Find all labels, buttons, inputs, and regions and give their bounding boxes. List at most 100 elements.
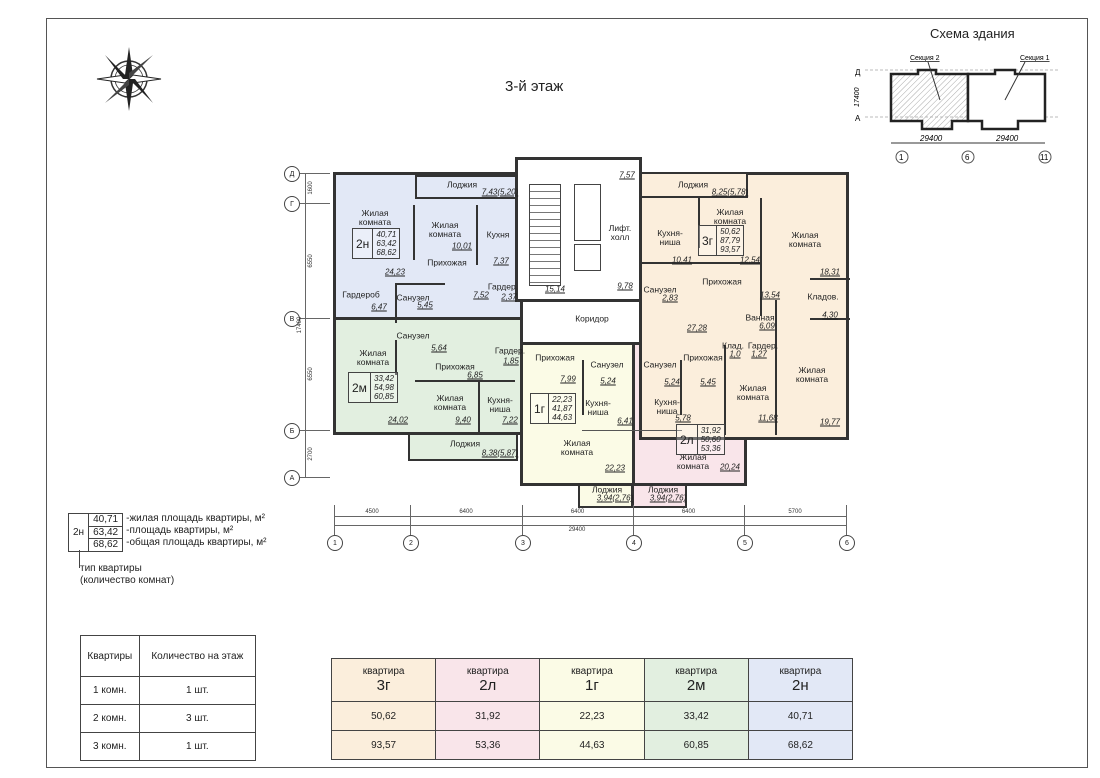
cell: 3 шт. [138, 704, 257, 733]
room-area: 4,30 [822, 310, 838, 320]
room-name: Жилая комната [713, 207, 747, 226]
dimension-label: 4500 [365, 509, 379, 515]
room-name: Жилая комната [676, 452, 710, 471]
total-area-cell: 53,36 [435, 730, 541, 760]
room-area: 7,52 [473, 290, 489, 300]
room-name: Жилая комната [560, 438, 594, 457]
living-area: 22,23 [552, 395, 573, 404]
apartment-type: 3г [376, 677, 391, 694]
axis-marker-col: 5 [737, 535, 753, 551]
apartment-area: 87,79 [720, 236, 741, 245]
room-name: Гардер. [747, 340, 779, 351]
living-area-cell: 40,71 [747, 701, 854, 731]
room-area: 1,0 [729, 349, 741, 359]
loggia-2n [415, 175, 517, 199]
room-area: 10,01 [451, 241, 473, 251]
room-area: 8,38(5,87) [481, 448, 519, 458]
page-title: 3-й этаж [505, 78, 564, 95]
room-name: Прихожая [427, 257, 467, 268]
room-name: Кухня- ниша [487, 395, 513, 414]
dimension-label: 6400 [459, 509, 473, 515]
legend-value: 63,42 [89, 527, 123, 539]
room-name: Жилая комната [358, 208, 392, 227]
room-area: 6,47 [371, 302, 387, 312]
section-2-outline [889, 68, 970, 131]
room-name: Санузел [396, 330, 430, 341]
dimension-label: 6400 [570, 509, 585, 515]
room-area: 5,24 [600, 376, 616, 386]
legend-value: 40,71 [89, 514, 123, 527]
room-name: Жилая комната [433, 393, 467, 412]
room-name: Лоджия [647, 484, 679, 495]
axis-marker-col: 1 [327, 535, 343, 551]
room-name: Гардер. [494, 345, 526, 356]
schema-axis-label: 1 [899, 153, 904, 162]
apartment-type: 1г [585, 677, 599, 694]
room-name: Коридор [575, 313, 609, 324]
room-name: Прихожая [535, 352, 575, 363]
axis-marker-col: 4 [626, 535, 642, 551]
header-prefix: квартира [571, 666, 613, 677]
apartment-area: 41,87 [552, 404, 573, 413]
room-area: 7,22 [502, 415, 518, 425]
room-name: Кухня- ниша [585, 398, 611, 417]
room-area: 1,27 [751, 349, 767, 359]
room-area: 19,77 [819, 417, 841, 427]
room-area: 18,31 [819, 267, 841, 277]
living-area-cell: 22,23 [539, 701, 645, 731]
apartment-area: 50,60 [700, 435, 721, 444]
legend-description: -жилая площадь квартиры, м² [126, 513, 266, 524]
schema-width-dim: 29400 [919, 134, 943, 143]
axis-marker-row: А [284, 470, 300, 486]
axis-marker-row: Г [284, 196, 300, 212]
cell: 1 комн. [80, 676, 140, 705]
header-prefix: квартира [779, 666, 822, 677]
room-name: Лифт. холл [608, 223, 632, 242]
apartment-3g [639, 172, 849, 440]
room-area: 5,45 [417, 300, 433, 310]
apartment-type: 2н [792, 677, 809, 694]
room-area: 13,54 [759, 290, 781, 300]
room-area: 9,40 [455, 415, 471, 425]
room-name: Жилая комната [795, 365, 829, 384]
room-name: Жилая комната [788, 230, 822, 249]
room-name: Лоджия [591, 484, 623, 495]
dimension-label: 5700 [788, 509, 802, 515]
room-name: Прихожая [683, 352, 723, 363]
total-area-cell: 44,63 [539, 730, 645, 760]
room-area: 7,99 [560, 374, 576, 384]
apartment-type: 2м [349, 373, 371, 402]
total-area: 68,62 [376, 248, 397, 257]
room-area: 10,41 [671, 255, 693, 265]
room-area: 8,25(5,78) [711, 187, 749, 197]
living-area-cell: 33,42 [643, 701, 749, 731]
room-area: 3,94(2,76) [596, 493, 634, 503]
room-name: Гардер. [487, 281, 519, 292]
type-note-line: (количество комнат) [80, 575, 175, 586]
room-area: 15,14 [544, 284, 566, 294]
section-2-label: Секция 2 [910, 55, 940, 62]
loggia-2l [632, 484, 687, 508]
table-row: 1 комн.1 шт. [80, 676, 257, 705]
total-area: 60,85 [373, 392, 394, 401]
living-area: 31,92 [700, 426, 721, 435]
header-prefix: квартира [362, 666, 405, 677]
legend-description: -площадь квартиры, м² [126, 525, 234, 536]
room-area: 6,41 [617, 416, 633, 426]
room-name: Жилая комната [736, 383, 770, 402]
column-header: Количество на этаж [138, 635, 257, 677]
room-area: 7,43(5,20) [481, 187, 519, 197]
dimension-label: 2700 [308, 446, 314, 461]
apartment-type: 1г [531, 394, 550, 423]
apartment-type: 2н [353, 229, 374, 258]
total-area-cell: 68,62 [747, 730, 854, 760]
axis-marker-row: В [284, 311, 300, 327]
schema-axis-label: Д [855, 68, 861, 77]
